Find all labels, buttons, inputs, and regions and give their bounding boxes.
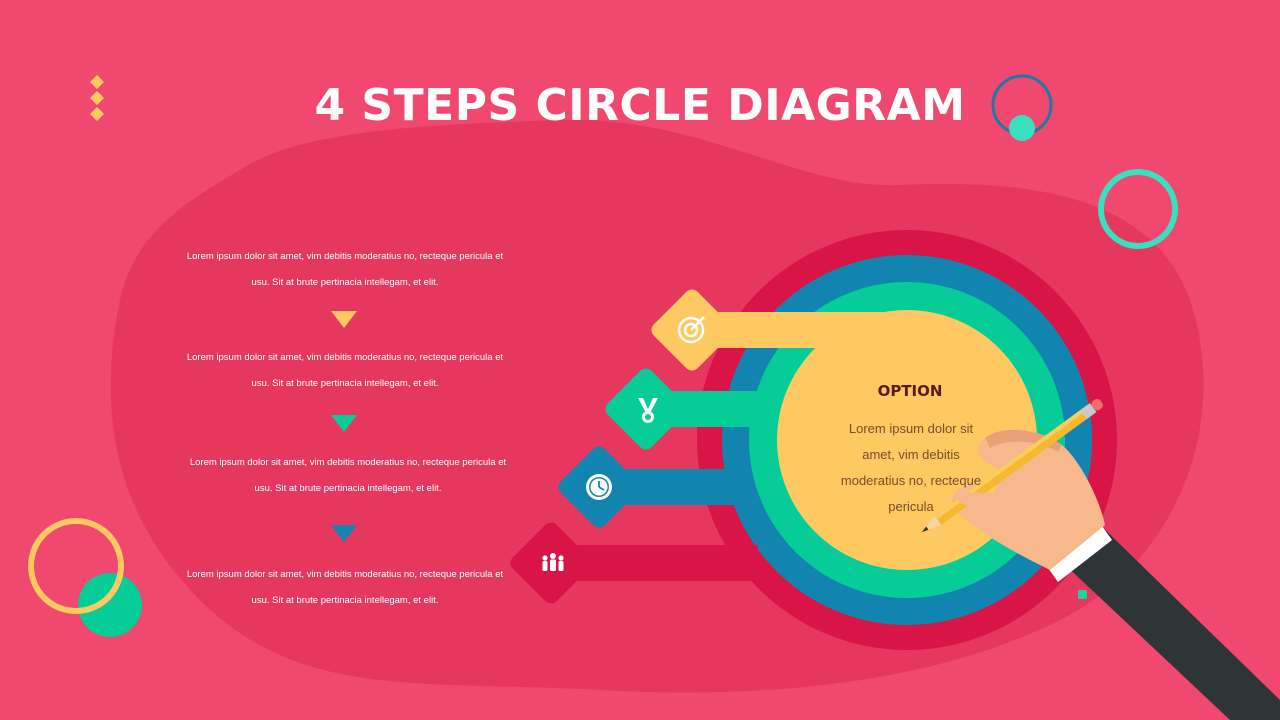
dot-decor-green-icon xyxy=(1009,115,1035,141)
medal-icon xyxy=(638,398,658,423)
step-2-line-1: Lorem ipsum dolor sit amet, vim debitis … xyxy=(186,352,504,363)
step-1-line-2: usu. Sit at brute pertinacia intellegam,… xyxy=(251,277,439,288)
step-4-line-2: usu. Sit at brute pertinacia intellegam,… xyxy=(251,595,439,606)
step-1-line-1: Lorem ipsum dolor sit amet, vim debitis … xyxy=(186,251,504,262)
option-body: Lorem ipsum dolor sit amet, vim debitis … xyxy=(840,421,982,514)
dot-decor-green-large-icon xyxy=(78,573,142,637)
step-2-line-2: usu. Sit at brute pertinacia intellegam,… xyxy=(251,378,439,389)
option-title: OPTION xyxy=(877,382,943,400)
step-arrow-3-icon xyxy=(331,525,357,542)
step-arrow-1-icon xyxy=(331,311,357,328)
step-2-text: Lorem ipsum dolor sit amet, vim debitis … xyxy=(165,345,525,397)
step-1-text: Lorem ipsum dolor sit amet, vim debitis … xyxy=(165,244,525,296)
step-4-text: Lorem ipsum dolor sit amet, vim debitis … xyxy=(165,562,525,614)
hand-with-pencil-illustration xyxy=(921,398,1280,720)
target-icon xyxy=(677,316,705,344)
ring-decor-green-icon xyxy=(1098,169,1178,249)
step-arrow-2-icon xyxy=(331,415,357,432)
step-3-line-2: usu. Sit at brute pertinacia intellegam,… xyxy=(254,483,442,494)
step-3-line-1: Lorem ipsum dolor sit amet, vim debitis … xyxy=(189,457,507,468)
step-3-text: Lorem ipsum dolor sit amet, vim debitis … xyxy=(168,450,528,502)
ring-decor-yellow-icon xyxy=(28,518,124,614)
step-4-line-1: Lorem ipsum dolor sit amet, vim debitis … xyxy=(186,569,504,580)
team-icon xyxy=(542,553,564,571)
page-title: 4 STEPS CIRCLE DIAGRAM xyxy=(314,80,966,131)
clock-icon xyxy=(586,474,612,500)
